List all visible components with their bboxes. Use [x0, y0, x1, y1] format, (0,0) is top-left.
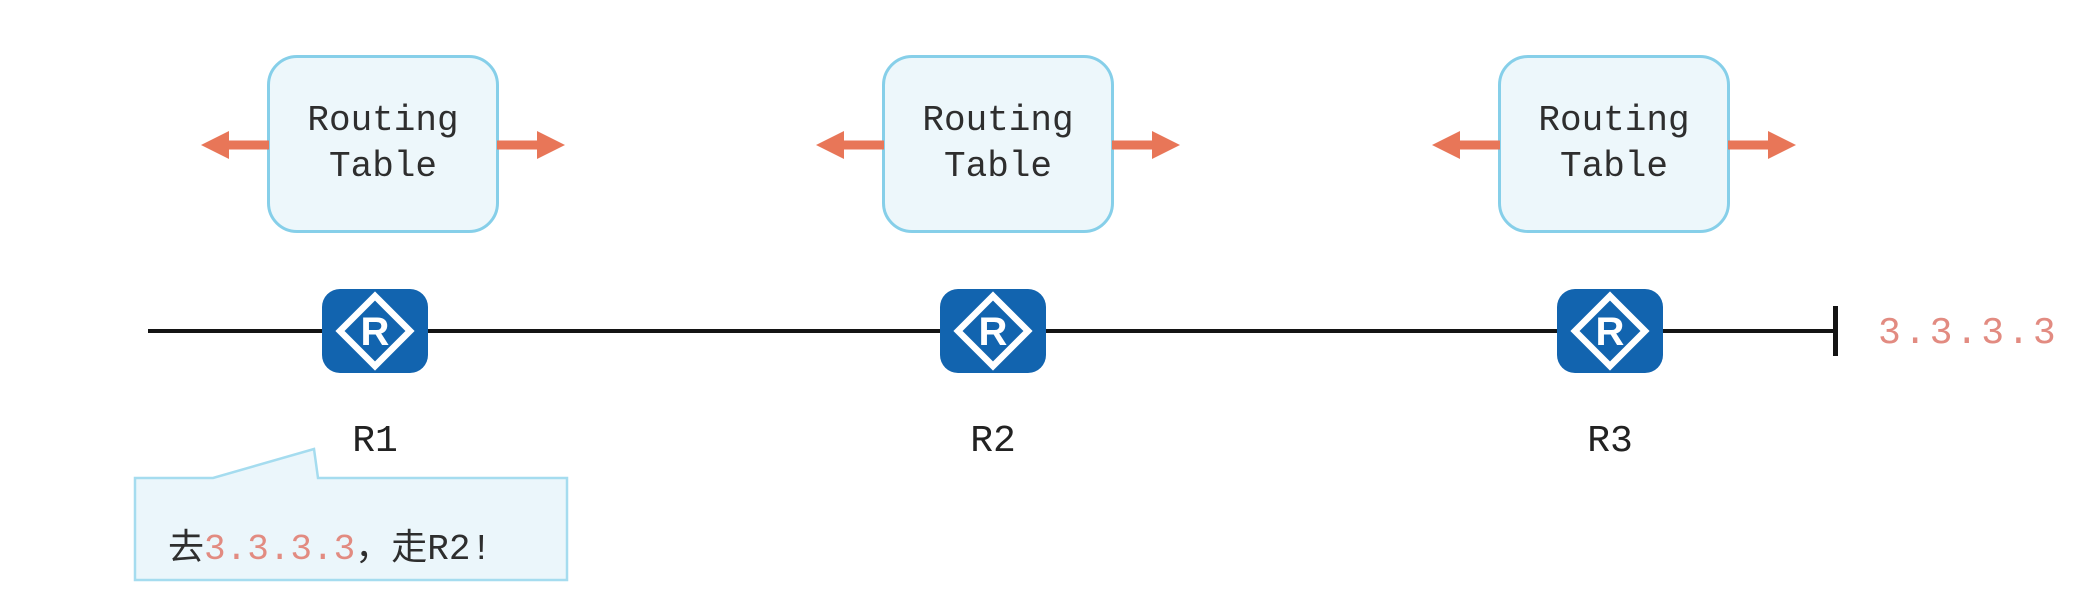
router-r2-icon: R — [940, 289, 1046, 373]
arrow-right-icon — [1728, 131, 1796, 159]
svg-text:R: R — [1596, 310, 1625, 354]
arrow-right-icon — [497, 131, 565, 159]
callout-text-suffix: ，走R2! — [355, 529, 493, 570]
router-r3-icon: R — [1557, 289, 1663, 373]
arrow-left-icon — [816, 131, 884, 159]
router-label-r3: R3 — [1587, 420, 1633, 463]
callout-text: 去3.3.3.3，走R2! — [168, 518, 492, 570]
destination-ip-label: 3.3.3.3 — [1878, 312, 2059, 355]
arrow-left-icon — [201, 131, 269, 159]
routing-table-box-r2: Routing Table — [882, 55, 1114, 233]
router-label-r2: R2 — [970, 420, 1016, 463]
routing-table-label: Routing Table — [1538, 99, 1690, 187]
callout-bubble — [133, 447, 569, 582]
callout-text-prefix: 去 — [168, 529, 205, 570]
router-label-r1: R1 — [352, 420, 398, 463]
routing-table-label: Routing Table — [307, 99, 459, 187]
svg-text:R: R — [361, 310, 390, 354]
svg-text:R: R — [979, 310, 1008, 354]
router-r1-icon: R — [322, 289, 428, 373]
arrow-right-icon — [1112, 131, 1180, 159]
callout-ip: 3.3.3.3 — [204, 529, 356, 570]
routing-table-box-r3: Routing Table — [1498, 55, 1730, 233]
routing-table-label: Routing Table — [922, 99, 1074, 187]
link-endpoint-bar — [1833, 306, 1838, 356]
routing-table-box-r1: Routing Table — [267, 55, 499, 233]
arrow-left-icon — [1432, 131, 1500, 159]
